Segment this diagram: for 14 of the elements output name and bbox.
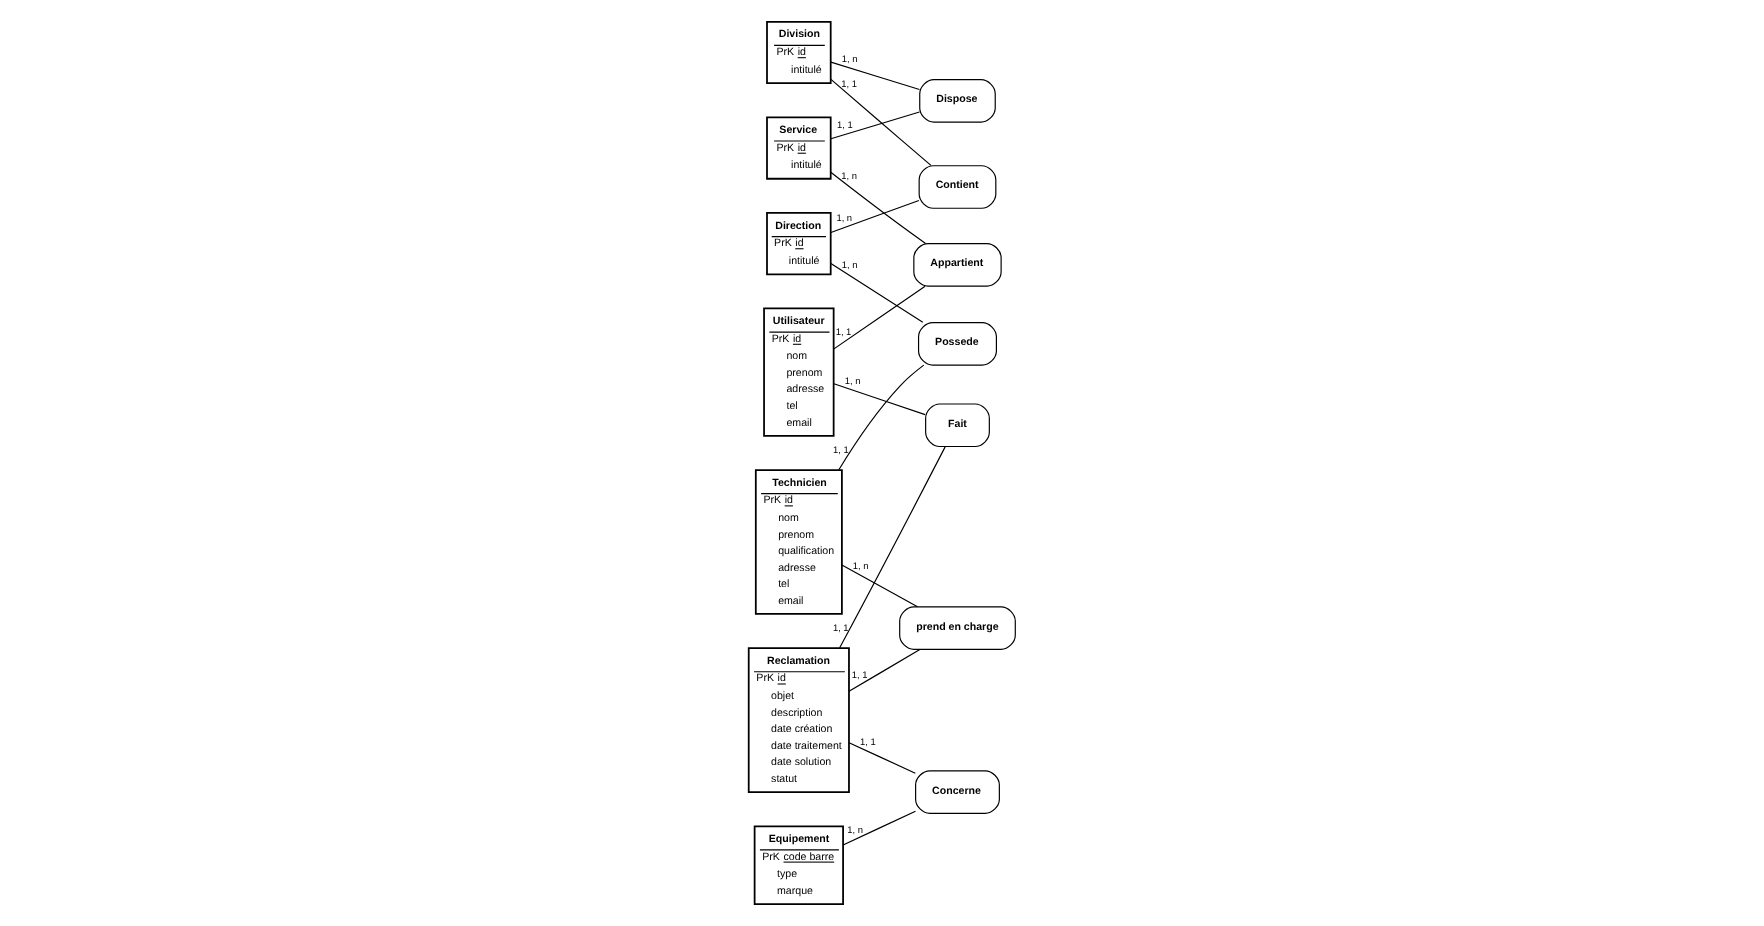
connector [833, 383, 926, 416]
connector [848, 742, 916, 774]
connector [841, 564, 919, 608]
connector [833, 285, 926, 350]
connector [830, 78, 932, 166]
connector [830, 61, 921, 91]
connector [848, 649, 921, 692]
connector [830, 111, 921, 140]
connector [838, 364, 925, 471]
connector [842, 810, 917, 846]
connector [830, 199, 920, 233]
connector [839, 446, 946, 649]
connector [830, 171, 927, 244]
connector [830, 262, 924, 323]
